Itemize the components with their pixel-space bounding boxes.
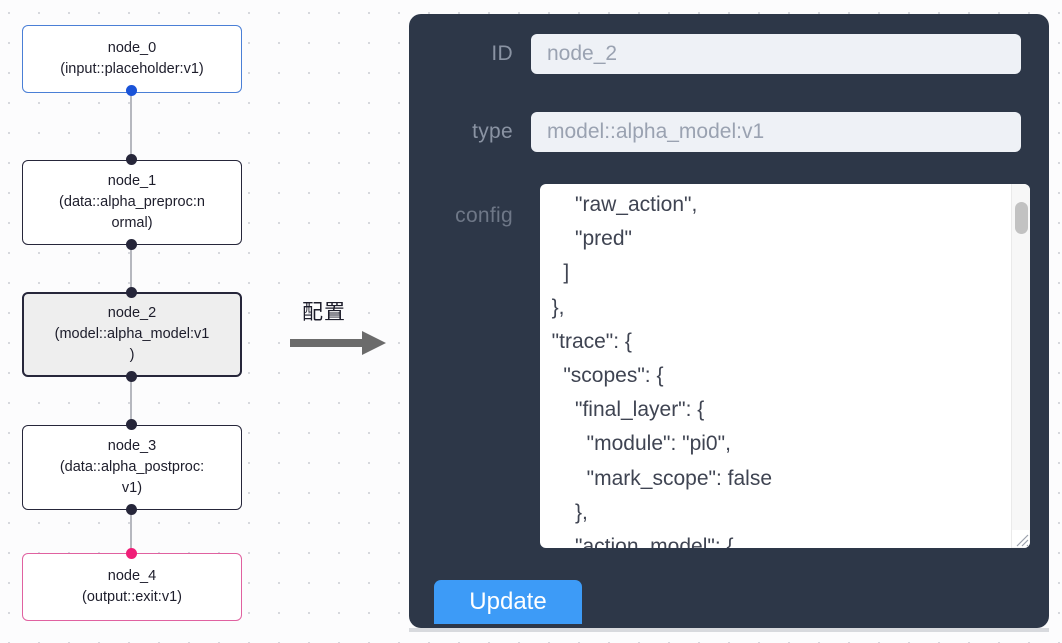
node-subtitle-line1: (data::alpha_postproc:: [59, 459, 205, 475]
edge-node1-node2: [130, 241, 132, 319]
annotation-label: 配置: [302, 300, 346, 324]
graph-node-node_4[interactable]: node_4 (output::exit:v1): [22, 553, 242, 621]
node-subtitle-line2: v1): [121, 480, 143, 496]
config-field-label: config: [455, 204, 513, 227]
type-input[interactable]: [531, 112, 1021, 152]
config-editor[interactable]: "raw_action", "pred" ] }, "trace": { "sc…: [540, 184, 1030, 548]
node-config-panel: ID type config "raw_action", "pred" ] },…: [409, 14, 1049, 628]
config-scrollbar[interactable]: [1011, 184, 1030, 548]
port-node_4-in[interactable]: [125, 548, 137, 559]
port-node_3-in[interactable]: [125, 419, 137, 430]
edge-node0-node1: [130, 88, 132, 166]
config-code-text[interactable]: "raw_action", "pred" ] }, "trace": { "sc…: [551, 193, 772, 548]
right-arrow-icon: [290, 331, 386, 355]
node-subtitle: (input::placeholder:v1): [60, 61, 204, 77]
field-row-type: type: [409, 112, 1049, 152]
id-field-label: ID: [491, 42, 513, 65]
edge-node3-node4: [130, 506, 132, 584]
node-subtitle-line1: (data::alpha_preproc:n: [59, 194, 205, 210]
graph-node-node_2[interactable]: node_2 (model::alpha_model:v1 ): [22, 292, 242, 377]
field-row-id: ID: [409, 34, 1049, 74]
port-node_2-in[interactable]: [125, 287, 137, 298]
update-button[interactable]: Update: [434, 580, 582, 624]
node-title: node_0: [107, 40, 157, 56]
config-scrollbar-thumb[interactable]: [1015, 202, 1028, 234]
panel-bottom-strip: [409, 628, 1049, 632]
graph-node-node_0[interactable]: node_0 (input::placeholder:v1): [22, 25, 242, 93]
resize-grip-icon: [1016, 534, 1029, 547]
node-title: node_1: [107, 173, 157, 189]
port-node_3-out[interactable]: [125, 504, 137, 515]
id-input[interactable]: [531, 34, 1021, 74]
node-subtitle-line1: (model::alpha_model:v1: [54, 326, 210, 342]
node-subtitle-line2: ): [129, 347, 135, 363]
node-title: node_3: [107, 438, 157, 454]
port-node_1-out[interactable]: [125, 239, 137, 250]
port-node_1-in[interactable]: [125, 154, 137, 165]
graph-node-node_1[interactable]: node_1 (data::alpha_preproc:n ormal): [22, 160, 242, 245]
graph-node-node_3[interactable]: node_3 (data::alpha_postproc: v1): [22, 425, 242, 510]
node-title: node_2: [107, 305, 157, 321]
node-subtitle-line2: ormal): [111, 215, 153, 231]
port-node_0-out[interactable]: [125, 85, 137, 96]
edge-node2-node3: [130, 373, 132, 451]
node-title: node_4: [107, 568, 157, 584]
annotation-arrow-group: 配置: [290, 296, 395, 360]
textarea-resize-handle[interactable]: [1012, 530, 1029, 547]
node-subtitle: (output::exit:v1): [82, 589, 182, 605]
port-node_2-out[interactable]: [125, 371, 137, 382]
type-field-label: type: [472, 120, 513, 143]
